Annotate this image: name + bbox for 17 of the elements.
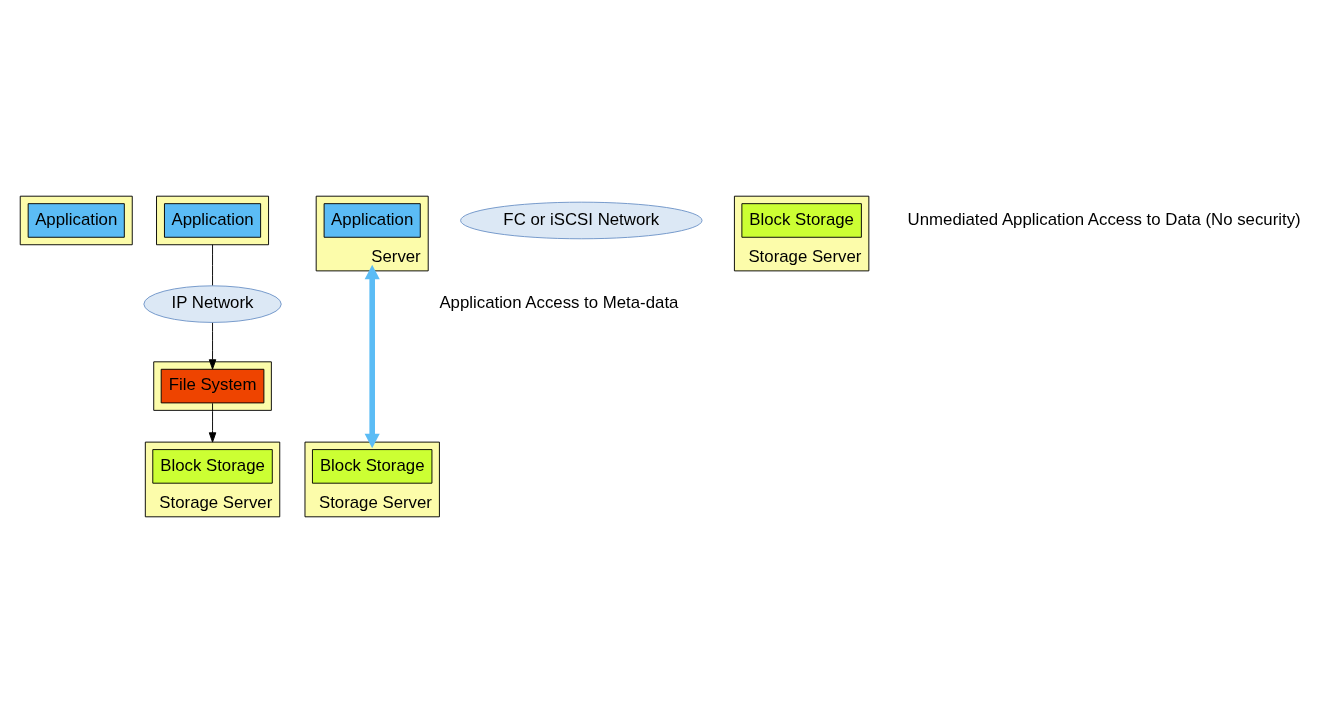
arrow: [208, 322, 217, 370]
node-box: File System: [160, 368, 265, 404]
node-box: Application: [164, 203, 262, 238]
node-box: Application: [323, 203, 421, 238]
node-box: Block Storage: [311, 449, 433, 484]
cluster: [19, 195, 133, 246]
node-box: Block Storage: [741, 203, 862, 238]
node-box: Application: [27, 203, 125, 238]
cluster: [156, 195, 270, 246]
label: Unmediated Application Access to Data (No security): [907, 209, 1301, 229]
arrow: [208, 402, 217, 443]
label: Application Access to Meta-data: [439, 293, 679, 313]
arrow: [364, 264, 380, 449]
connector: [212, 244, 213, 286]
node-box: Block Storage: [152, 449, 273, 484]
node-ellipse: IP Network: [143, 285, 282, 323]
node-ellipse: FC or iSCSI Network: [460, 201, 703, 240]
